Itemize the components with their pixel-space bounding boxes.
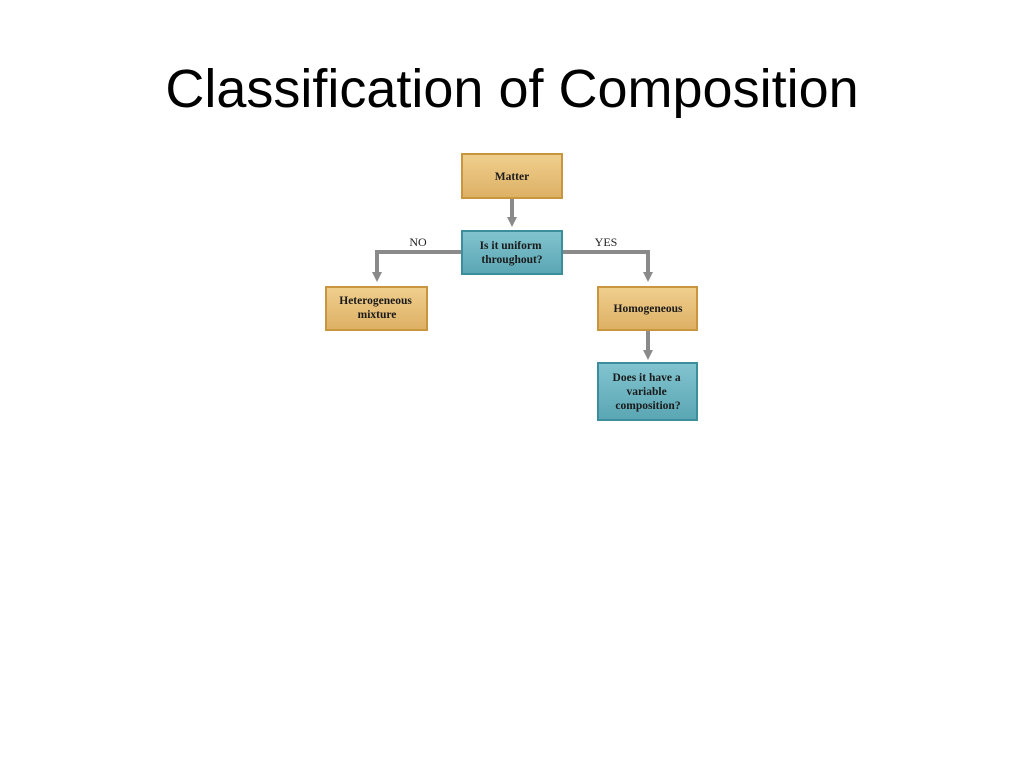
- node-matter: Matter: [461, 153, 563, 199]
- node-heterogeneous-mixture: Heterogeneous mixture: [325, 286, 428, 331]
- node-variable-question-line-3: composition?: [615, 400, 680, 412]
- arrow-no-to-heterogeneous: [372, 250, 462, 282]
- svg-text:Is it uniform througho: Is it uniform throughout?: [480, 240, 545, 266]
- node-uniform-question-line-2: throughout?: [481, 254, 542, 266]
- svg-text:Matter: Matter: [495, 171, 529, 183]
- node-homogeneous: Homogeneous: [597, 286, 698, 331]
- branch-label-yes: YES: [595, 235, 618, 249]
- slide-title: Classification of Composition: [165, 59, 859, 119]
- node-uniform-question: Is it uniform throughout?: [461, 230, 563, 275]
- svg-text:Does it have a variabl: Does it have a variable composition?: [613, 372, 684, 412]
- branch-label-no: NO: [409, 235, 427, 249]
- node-matter-label: Matter: [495, 171, 529, 183]
- node-homogeneous-label: Homogeneous: [614, 303, 684, 315]
- node-variable-question: Does it have a variable composition?: [597, 362, 698, 421]
- node-variable-question-line-1: Does it have a: [613, 372, 681, 384]
- node-heterogeneous-line-1: Heterogeneous: [339, 295, 412, 307]
- node-uniform-question-line-1: Is it uniform: [480, 240, 542, 252]
- connectors: [372, 198, 653, 360]
- node-heterogeneous-line-2: mixture: [358, 309, 397, 321]
- node-variable-question-line-2: variable: [626, 386, 666, 398]
- svg-text:Homogeneous: Homogeneous: [614, 303, 684, 315]
- svg-text:Heterogeneous mixture: Heterogeneous mixture: [339, 295, 414, 321]
- arrow-yes-to-homogeneous: [562, 250, 653, 282]
